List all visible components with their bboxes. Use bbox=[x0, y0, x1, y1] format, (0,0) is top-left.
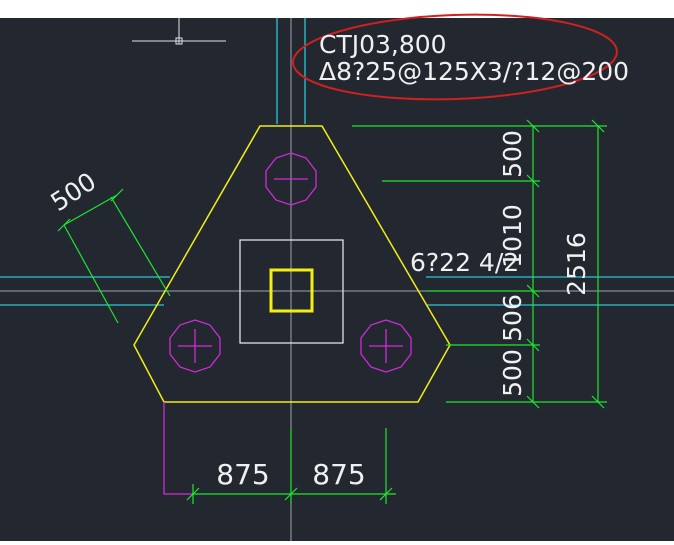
grid-axis-vertical bbox=[276, 18, 306, 124]
dimension-right-bottom: 500 bbox=[498, 349, 527, 397]
pile-edge-leader bbox=[163, 402, 193, 495]
pile-bottom-right bbox=[360, 319, 412, 373]
pedestal-outline bbox=[239, 239, 344, 344]
crosshair-cursor bbox=[132, 18, 226, 45]
pile-bottom-left bbox=[169, 319, 221, 373]
dimension-lines bbox=[57, 119, 607, 504]
dimension-bottom-right: 875 bbox=[312, 458, 365, 491]
column-section bbox=[269, 268, 314, 313]
pile-top bbox=[265, 152, 317, 206]
dimension-right-top: 500 bbox=[498, 130, 527, 178]
dimension-right-mid-b: 506 bbox=[498, 294, 527, 342]
dimension-right-mid-a: 1010 bbox=[498, 204, 527, 268]
rebar-label: 6?22 4/2 bbox=[410, 248, 519, 277]
red-annotation-circle bbox=[292, 13, 618, 101]
dimension-right-total: 2516 bbox=[562, 232, 591, 296]
annotation-line-2: Δ8?25@125X3/?12@200 bbox=[319, 57, 629, 86]
dimension-bottom-left: 875 bbox=[216, 458, 269, 491]
grid-axis-horizontal bbox=[0, 276, 674, 306]
pile-cap-outline bbox=[133, 125, 451, 403]
top-strip bbox=[0, 0, 674, 18]
annotation-line-1: CTJ03,800 bbox=[319, 30, 447, 59]
